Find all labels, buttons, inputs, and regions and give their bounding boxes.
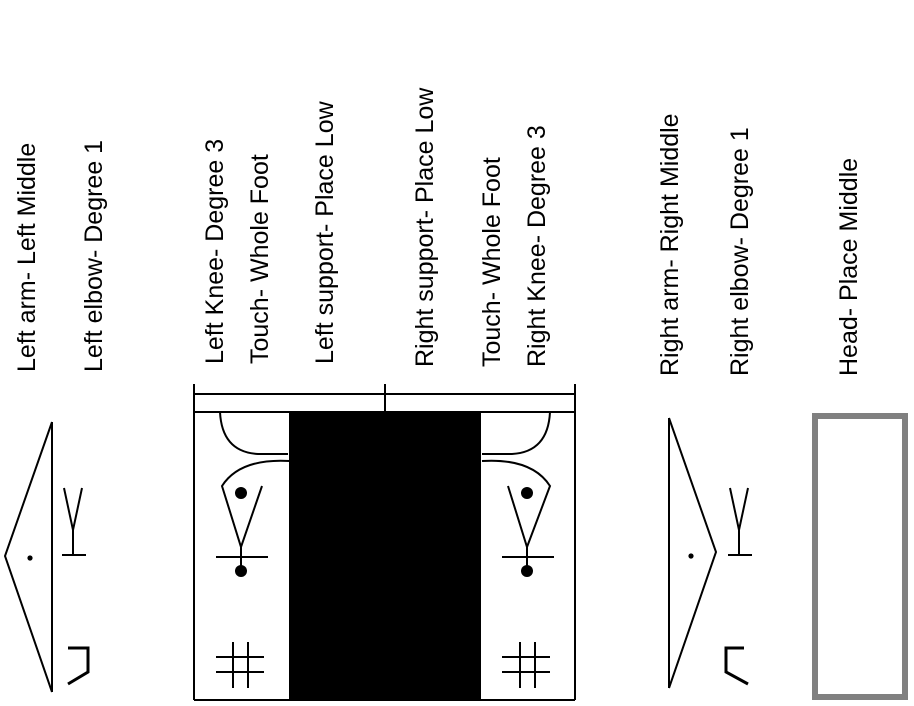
left-hook-touch-symbol (219, 411, 288, 455)
right-hold-symbol (502, 642, 550, 688)
right-arm-direction-symbol (668, 417, 718, 689)
left-hold-symbol (216, 642, 264, 688)
right-elbow-bracket-symbol (724, 646, 749, 686)
left-arm-direction-symbol (3, 421, 53, 693)
left-elbow-degree-symbol (62, 487, 86, 556)
left-elbow-bracket-symbol (67, 646, 90, 686)
right-knee-symbol (481, 459, 554, 577)
left-knee-symbol (216, 459, 291, 577)
head-place-middle-symbol (812, 413, 908, 700)
right-elbow-degree-symbol (728, 487, 752, 556)
support-place-low-block (289, 412, 481, 700)
right-hook-touch-symbol (482, 411, 551, 455)
